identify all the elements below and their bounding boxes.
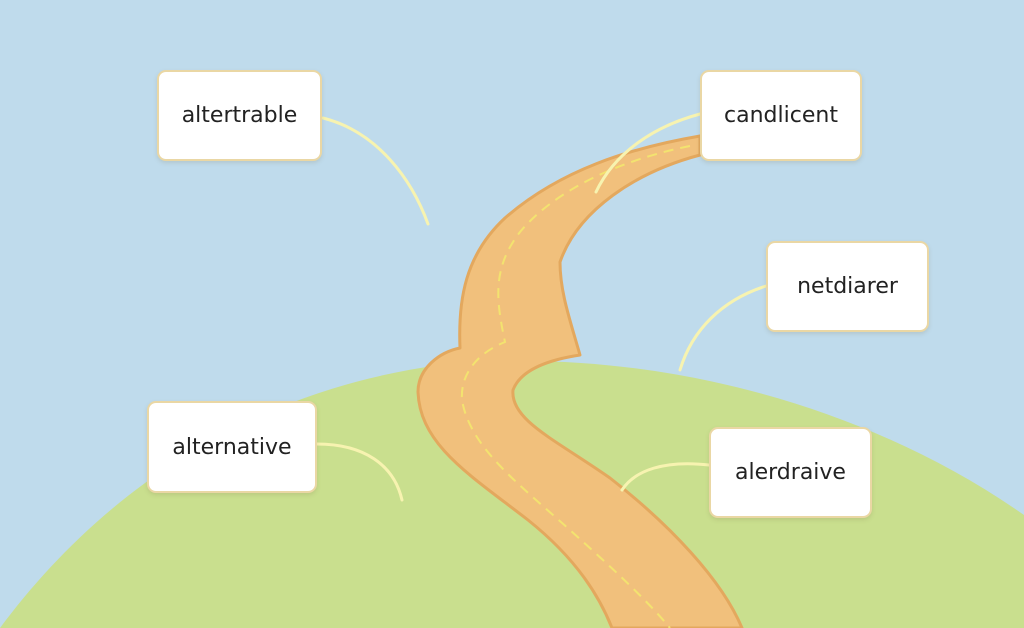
connector-5 [620, 462, 711, 492]
connector-1 [321, 116, 430, 226]
label-text: netdiarer [797, 274, 898, 299]
connector-3 [678, 284, 768, 372]
label-box-netdiarer: netdiarer [766, 241, 929, 332]
label-box-altertrable: altertrable [157, 70, 322, 161]
label-text: altertrable [181, 103, 298, 128]
label-box-candlicent: candlicent [700, 70, 862, 161]
connector-4 [315, 442, 404, 502]
label-box-alerdraive: alerdraive [709, 427, 872, 518]
connector-2 [594, 112, 702, 194]
winding-path [416, 134, 744, 628]
path-centerline [460, 145, 691, 628]
label-text: alternative [172, 434, 292, 460]
label-text: alerdraive [735, 460, 846, 485]
label-box-alternative: alternative [147, 401, 317, 493]
label-text: candlicent [724, 103, 838, 128]
